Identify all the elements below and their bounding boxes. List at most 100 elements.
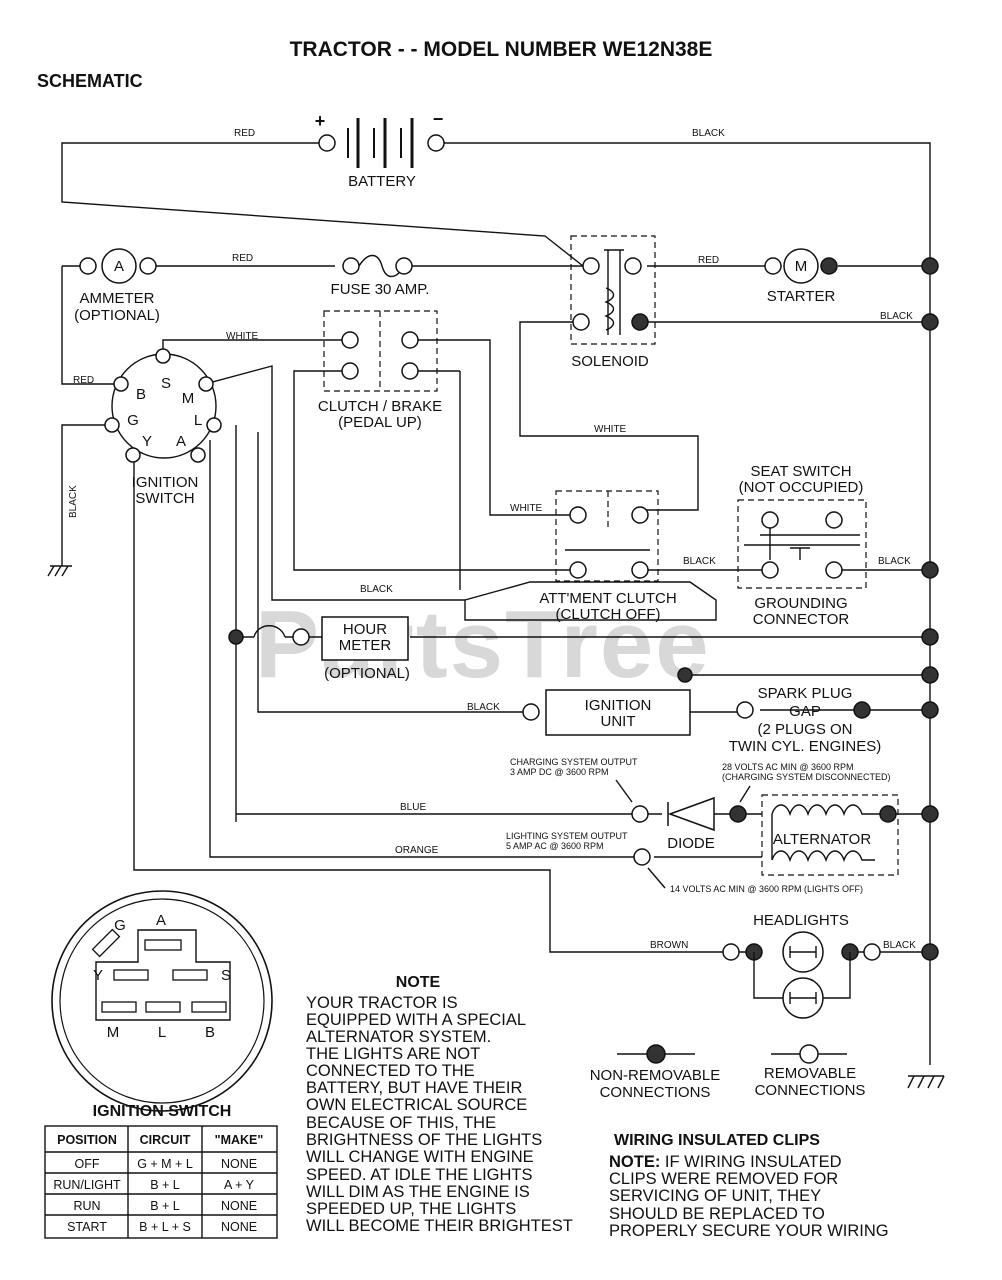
seat-switch-sub: (NOT OCCUPIED) [739,479,864,496]
connector-pin-y: Y [93,967,103,984]
wire-label-orange: ORANGE [395,845,439,856]
spark-plug-note: (2 PLUGS ON [757,721,852,738]
table-cell: RUN [73,1199,100,1213]
note-line: BECAUSE OF THIS, THE [306,1114,496,1132]
note-heading: NOTE [396,974,441,991]
ammeter-symbol: A [114,258,124,275]
connector-pin-l: L [158,1024,166,1041]
note-line: WILL DIM AS THE ENGINE IS [306,1183,530,1201]
wiring-clips-line-rest: IF WIRING INSULATED [660,1153,841,1171]
ignition-unit-label: IGNITION [585,697,652,714]
ground-symbol-right [907,1075,945,1089]
ignition-switch-label: IGNITION [132,474,199,491]
connector-pin-g: G [114,917,126,934]
note-line: ALTERNATOR SYSTEM. [306,1028,491,1046]
wire-label-black: BLACK [467,702,500,713]
ignition-pin-b: B [136,386,146,403]
wiring-clips-note-label: NOTE: [609,1153,660,1171]
ignition-pin-y: Y [142,433,152,450]
charging-annotations: CHARGING SYSTEM OUTPUT 3 AMP DC @ 3600 R… [506,757,891,894]
table-header: "MAKE" [215,1133,264,1147]
note-line: WILL BECOME THEIR BRIGHTEST [306,1217,573,1235]
note-line: CONNECTED TO THE [306,1062,475,1080]
legend-removable: REMOVABLE [764,1065,856,1082]
attachment-clutch-switch: ATT'MENT CLUTCH (CLUTCH OFF) [464,490,717,623]
seat-switch-label: SEAT SWITCH [750,463,851,480]
wire-label-red: RED [234,128,255,139]
spark-plug: SPARK PLUG GAP (2 PLUGS ON TWIN CYL. ENG… [729,685,882,755]
wire-label-white: WHITE [510,503,543,514]
note-line: WILL CHANGE WITH ENGINE [306,1148,534,1166]
note-block: NOTE YOUR TRACTOR IS EQUIPPED WITH A SPE… [306,974,573,1235]
hour-meter-optional: (OPTIONAL) [324,665,410,682]
wire-label-black: BLACK [878,556,911,567]
ignition-switch-sub: SWITCH [135,490,194,507]
wiring-clips-heading: WIRING INSULATED CLIPS [614,1132,820,1149]
hour-meter-label: HOUR [343,621,387,638]
wire-label-red: RED [73,375,94,386]
table-cell: NONE [221,1157,257,1171]
battery-minus: − [433,109,444,129]
wiring-clips-line: NOTE: IF WIRING INSULATED [609,1153,842,1171]
connector-pin-b: B [205,1024,215,1041]
hour-meter-label2: METER [339,637,392,654]
attachment-clutch-sub: (CLUTCH OFF) [556,606,661,623]
ac14-label: 14 VOLTS AC MIN @ 3600 RPM (LIGHTS OFF) [670,884,863,894]
ignition-pin-l: L [194,412,202,429]
table-cell: NONE [221,1199,257,1213]
clutch-brake-label: CLUTCH / BRAKE [318,398,442,415]
ammeter-optional: (OPTIONAL) [74,307,160,324]
hour-meter: HOUR METER (OPTIONAL) [228,616,410,682]
headlights: HEADLIGHTS [722,912,881,1019]
starter-label: STARTER [767,288,836,305]
headlights-label: HEADLIGHTS [753,912,849,929]
legend-nonremovable: NON-REMOVABLE [590,1067,721,1084]
ac28-label: 28 VOLTS AC MIN @ 3600 RPM [722,762,854,772]
note-line: SPEEDED UP, THE LIGHTS [306,1200,516,1218]
connector-pin-a: A [156,912,166,929]
ignition-unit: IGNITION UNIT [522,667,693,736]
solenoid-label: SOLENOID [571,353,649,370]
section-heading: SCHEMATIC [37,71,143,91]
ac28-sub: (CHARGING SYSTEM DISCONNECTED) [722,772,891,782]
diode: DIODE [631,796,747,852]
note-line: SPEED. AT IDLE THE LIGHTS [306,1166,533,1184]
ground-symbol-left [47,565,72,577]
ignition-table-heading: IGNITION SWITCH [93,1103,232,1120]
solenoid: SOLENOID [570,235,656,370]
connection-legend: NON-REMOVABLE CONNECTIONS REMOVABLE CONN… [590,1044,866,1101]
table-cell: B + L [150,1178,180,1192]
ignition-switch: B S M G L Y A IGNITION SWITCH [104,348,222,507]
wire-label-red: RED [698,255,719,266]
diode-label: DIODE [667,835,715,852]
note-line: YOUR TRACTOR IS [306,994,458,1012]
ignition-unit-label2: UNIT [601,713,636,730]
alternator: ALTERNATOR [633,794,899,876]
legend-removable-sub: CONNECTIONS [755,1082,866,1099]
fuse: FUSE 30 AMP. [331,254,429,298]
wire-label-blue: BLUE [400,802,426,813]
note-line: OWN ELECTRICAL SOURCE [306,1096,527,1114]
wire-label-white: WHITE [226,331,259,342]
ammeter-label: AMMETER [80,290,155,307]
page-title: TRACTOR - - MODEL NUMBER WE12N38E [290,38,713,61]
wire-label-black: BLACK [360,584,393,595]
spark-plug-gap: GAP [789,703,821,720]
ignition-pin-g: G [127,412,139,429]
wire-label-white: WHITE [594,424,627,435]
wires [61,142,931,1065]
wire-label-black: BLACK [883,940,916,951]
charging-output-value: 3 AMP DC @ 3600 RPM [510,767,609,777]
note-line: BATTERY, BUT HAVE THEIR [306,1079,522,1097]
table-header: POSITION [57,1133,117,1147]
wire-label-black: BLACK [68,485,79,518]
wiring-clips-line: PROPERLY SECURE YOUR WIRING [609,1222,889,1240]
table-cell: RUN/LIGHT [53,1178,121,1192]
clutch-brake-switch: CLUTCH / BRAKE (PEDAL UP) [318,310,442,431]
wire-label-black: BLACK [880,311,913,322]
battery-plus: + [315,111,326,131]
lighting-output-value: 5 AMP AC @ 3600 RPM [506,841,604,851]
grounding-sub: CONNECTOR [753,611,850,628]
seat-switch: SEAT SWITCH (NOT OCCUPIED) GROUNDING CON… [737,463,867,628]
